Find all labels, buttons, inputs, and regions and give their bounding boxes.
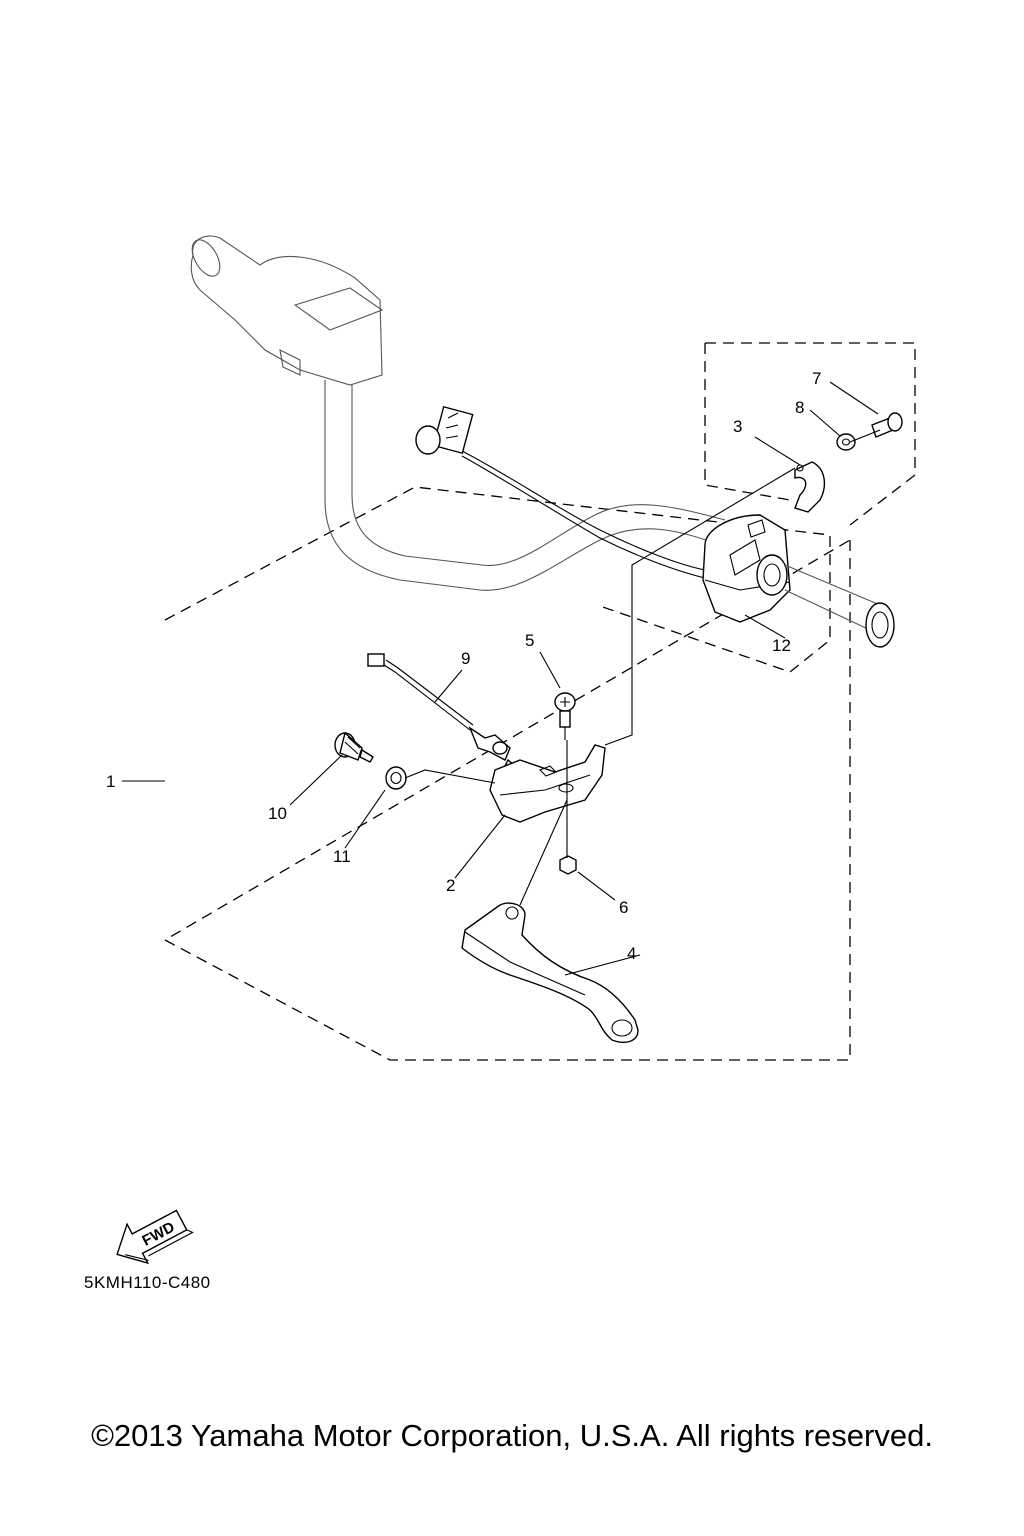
right-switch-assembly	[702, 514, 895, 648]
callout-11: 11	[333, 847, 351, 866]
handlebar-tube	[324, 380, 726, 591]
wiring-harness	[415, 405, 706, 579]
adjuster-part-10	[334, 731, 374, 763]
copyright-notice: ©2013 Yamaha Motor Corporation, U.S.A. A…	[91, 1418, 933, 1453]
callout-6: 6	[619, 898, 628, 917]
locknut-part-11	[385, 766, 407, 790]
callout-3: 3	[733, 417, 742, 436]
callout-7: 7	[812, 369, 821, 388]
callout-10: 10	[268, 804, 287, 823]
callout-9: 9	[461, 649, 470, 668]
nut-part-6	[559, 855, 577, 875]
diagram-code: 5KMH110-C480	[84, 1273, 211, 1292]
lever-bracket-part-2	[489, 744, 606, 823]
callout-1: 1	[106, 772, 115, 791]
callout-2: 2	[446, 876, 455, 895]
cable-part-9	[367, 653, 521, 780]
left-grip-housing	[190, 235, 384, 386]
clamp-part-3	[794, 461, 826, 513]
lever-part-4	[461, 902, 639, 1043]
inset-boundary	[704, 342, 916, 526]
screw-part-7	[871, 412, 903, 438]
washer-part-8	[836, 433, 856, 451]
fwd-arrow-icon: FWD	[116, 1209, 194, 1265]
callout-4: 4	[627, 944, 636, 963]
assembly-boundary-1	[163, 486, 851, 1061]
callout-labels: 1 2 3 4 5 6 7 8 9 10 11 12	[106, 369, 821, 963]
callout-12: 12	[772, 636, 791, 655]
callout-5: 5	[525, 631, 534, 650]
leader-lines	[122, 381, 879, 976]
assembly-lines	[404, 429, 881, 906]
callout-8: 8	[795, 398, 804, 417]
bolt-part-5	[554, 692, 576, 740]
